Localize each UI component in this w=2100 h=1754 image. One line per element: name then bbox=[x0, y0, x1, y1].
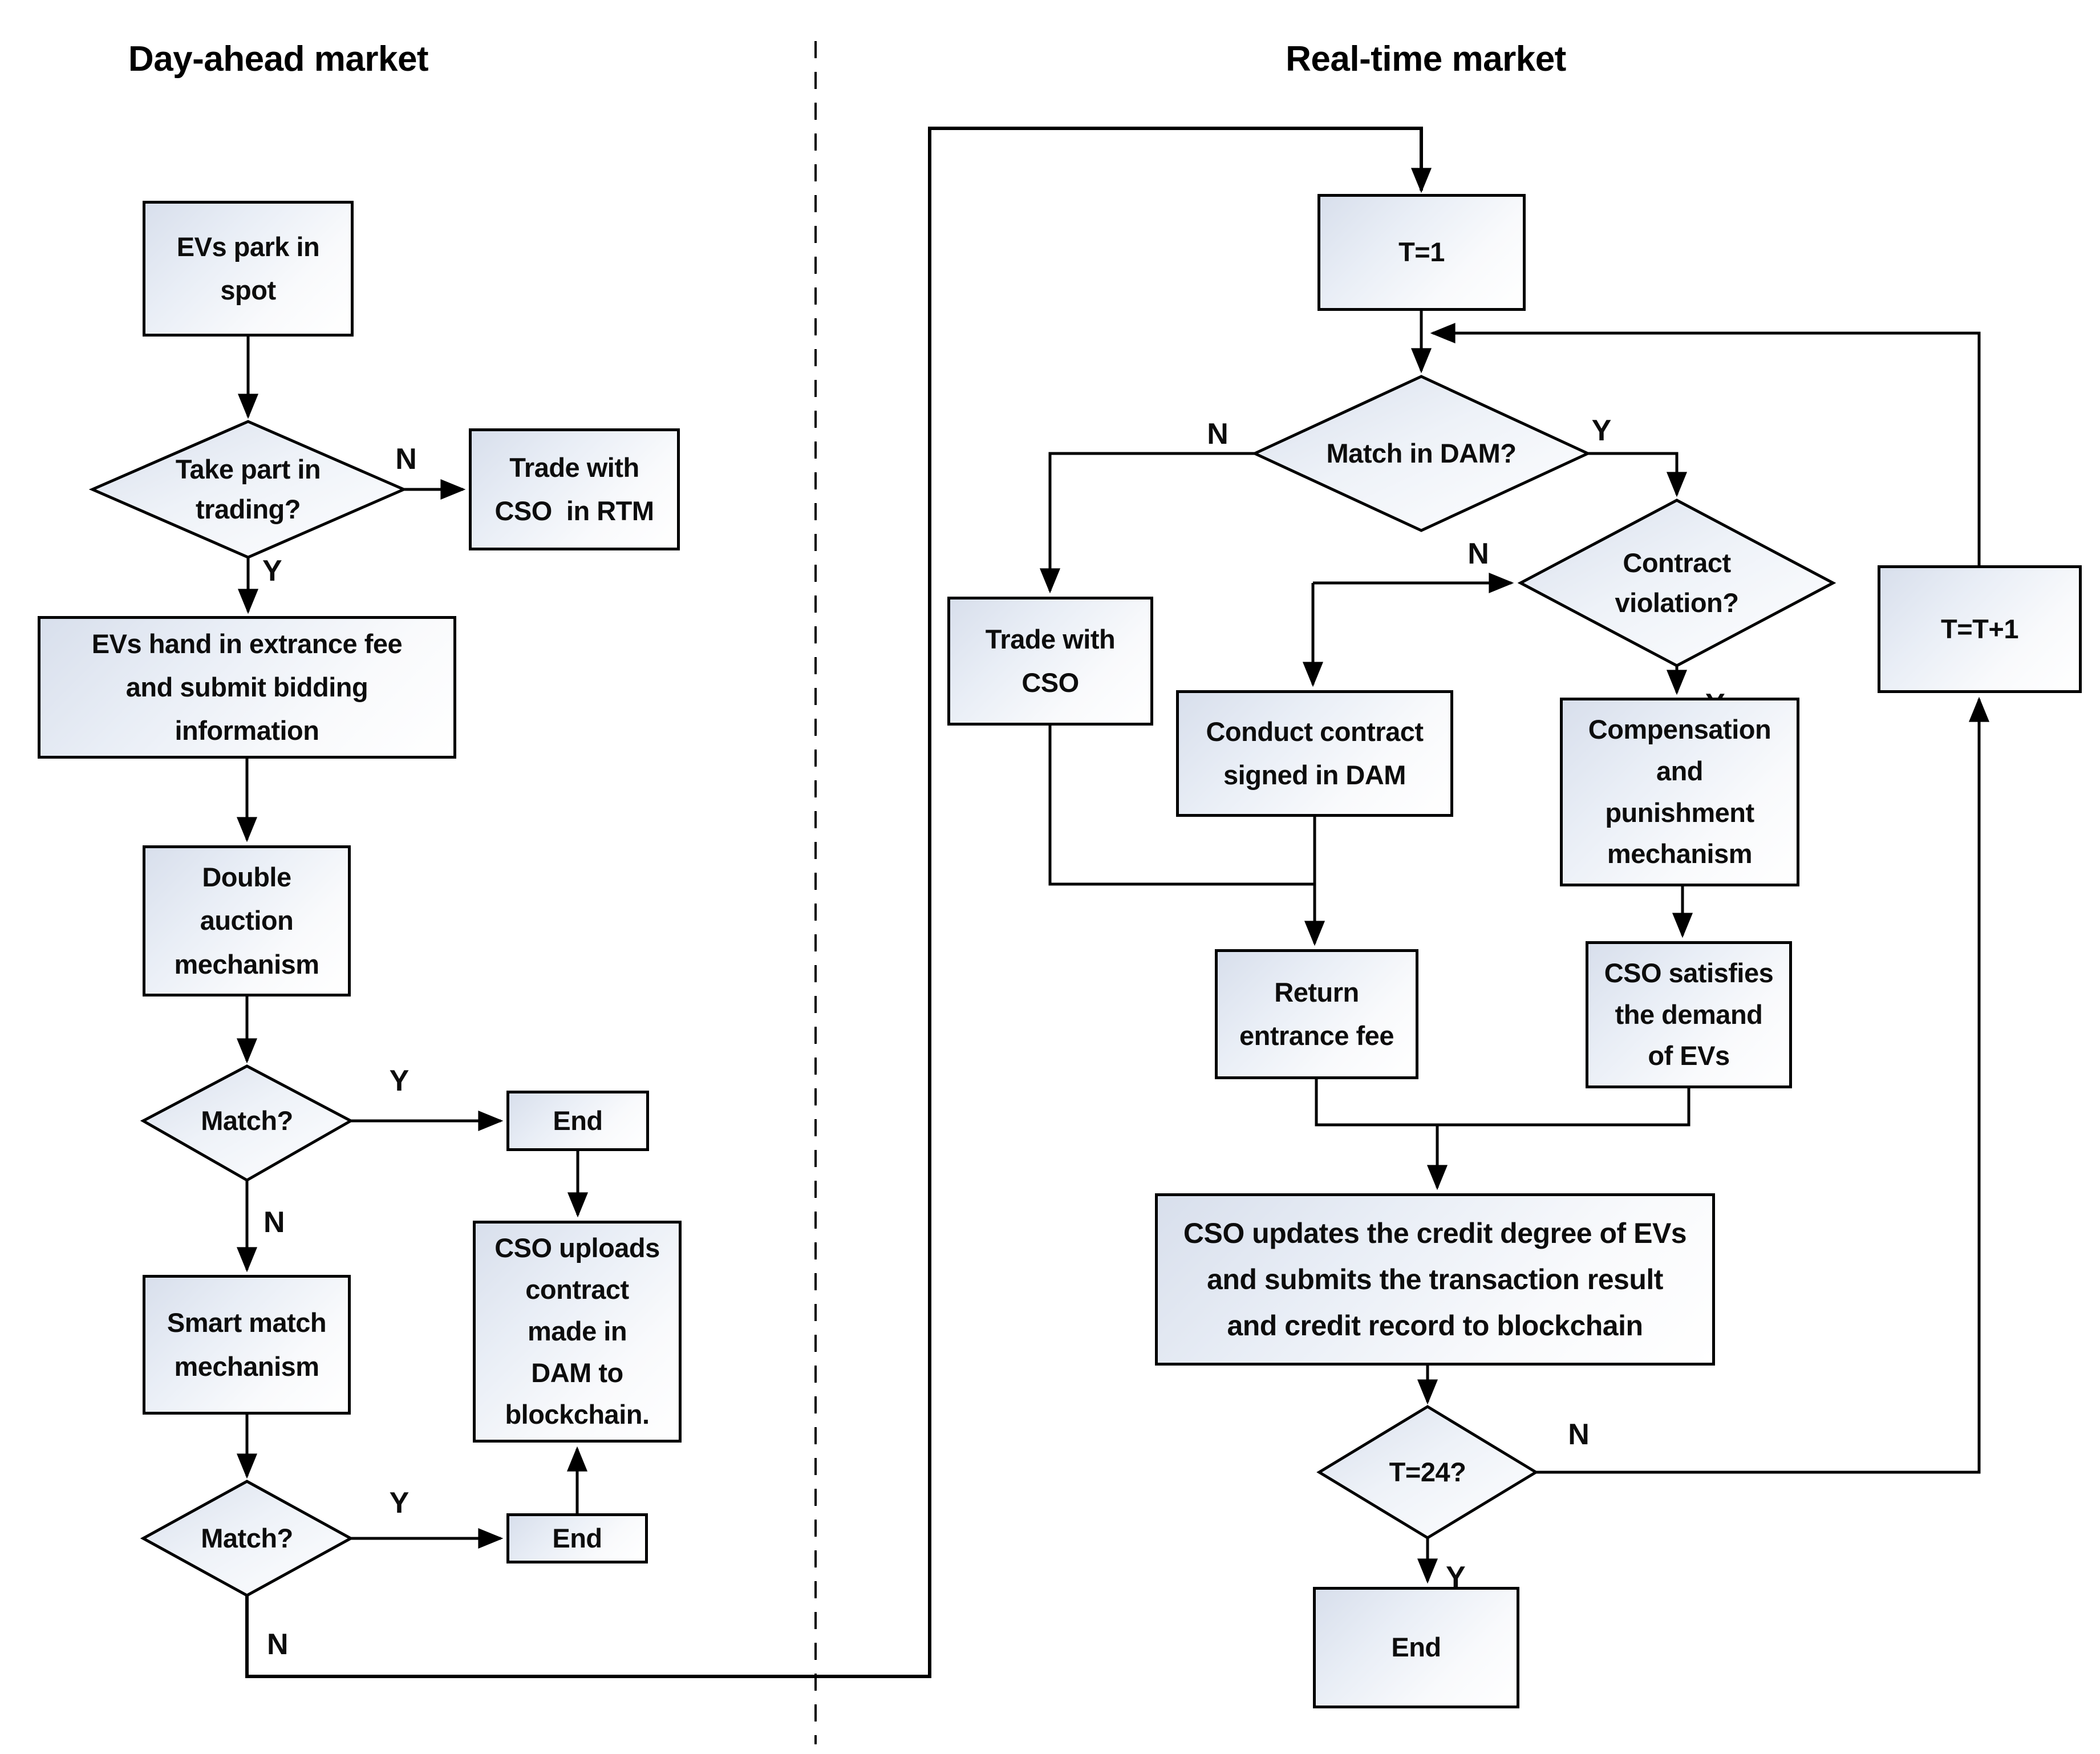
node-trade-with-cso: Trade with CSO bbox=[947, 597, 1153, 726]
label-no-match2: N bbox=[267, 1628, 289, 1661]
line-match-in-dam-no-to-trade-cso bbox=[1039, 452, 1255, 594]
node-trade-with-cso-in-rtm: Trade with CSO in RTM bbox=[469, 428, 680, 550]
label-yes-match-in-dam: Y bbox=[1592, 414, 1612, 447]
node-conduct-contract-signed-in-dam: Conduct contract signed in DAM bbox=[1176, 690, 1453, 817]
line-trade-cso-merge bbox=[1048, 726, 1315, 886]
label-yes-match1: Y bbox=[390, 1064, 410, 1097]
decision-contract-violation bbox=[1517, 499, 1837, 667]
node-end-1: End bbox=[506, 1091, 649, 1151]
node-evs-park-in-spot: EVs park in spot bbox=[143, 201, 354, 337]
line-return-fee-merge bbox=[1315, 1079, 1437, 1127]
label-no-take-part: N bbox=[395, 443, 417, 476]
decision-take-part-in-trading bbox=[88, 420, 408, 559]
line-match2-no-to-rtm-start bbox=[245, 127, 1432, 1678]
node-compensation-punishment-mechanism: Compensation and punishment mechanism bbox=[1560, 698, 1799, 886]
node-double-auction-mechanism: Double auction mechanism bbox=[143, 845, 351, 997]
label-yes-take-part: Y bbox=[262, 554, 282, 588]
label-yes-match2: Y bbox=[390, 1486, 410, 1520]
node-cso-uploads-contract: CSO uploads contract made in DAM to bloc… bbox=[473, 1221, 682, 1443]
rtm-connectors bbox=[1039, 311, 1990, 1584]
section-title-day-ahead-market: Day-ahead market bbox=[128, 39, 429, 79]
node-end-2: End bbox=[506, 1513, 648, 1563]
line-match-in-dam-yes-to-contract-violation bbox=[1588, 452, 1688, 497]
node-t-equals-t-plus-1: T=T+1 bbox=[1878, 565, 2082, 693]
node-evs-hand-in-entrance-fee: EVs hand in extrance fee and submit bidd… bbox=[38, 616, 456, 759]
line-cso-satisfies-merge bbox=[1437, 1088, 1690, 1127]
section-title-real-time-market: Real-time market bbox=[1286, 39, 1566, 79]
decision-match-2 bbox=[140, 1480, 354, 1597]
line-t-plus-1-feedback-to-main bbox=[1430, 322, 1981, 565]
node-smart-match-mechanism: Smart match mechanism bbox=[143, 1275, 351, 1415]
node-cso-updates-credit-degree: CSO updates the credit degree of EVs and… bbox=[1155, 1193, 1715, 1366]
node-end-3: End bbox=[1313, 1587, 1519, 1708]
label-no-contract-violation: N bbox=[1467, 537, 1489, 570]
decision-match-in-dam bbox=[1251, 375, 1591, 532]
node-t-equals-1: T=1 bbox=[1317, 194, 1526, 311]
dam-connectors bbox=[236, 127, 1432, 1678]
label-no-t24: N bbox=[1568, 1418, 1590, 1451]
node-cso-satisfies-demand: CSO satisfies the demand of EVs bbox=[1586, 941, 1792, 1088]
decision-match-1 bbox=[140, 1064, 354, 1182]
node-return-entrance-fee: Return entrance fee bbox=[1215, 949, 1418, 1079]
decision-t24 bbox=[1316, 1405, 1539, 1540]
line-t24-no-to-t-plus-1 bbox=[1536, 696, 1990, 1474]
label-no-match1: N bbox=[263, 1206, 285, 1239]
label-no-match-in-dam: N bbox=[1207, 418, 1229, 451]
